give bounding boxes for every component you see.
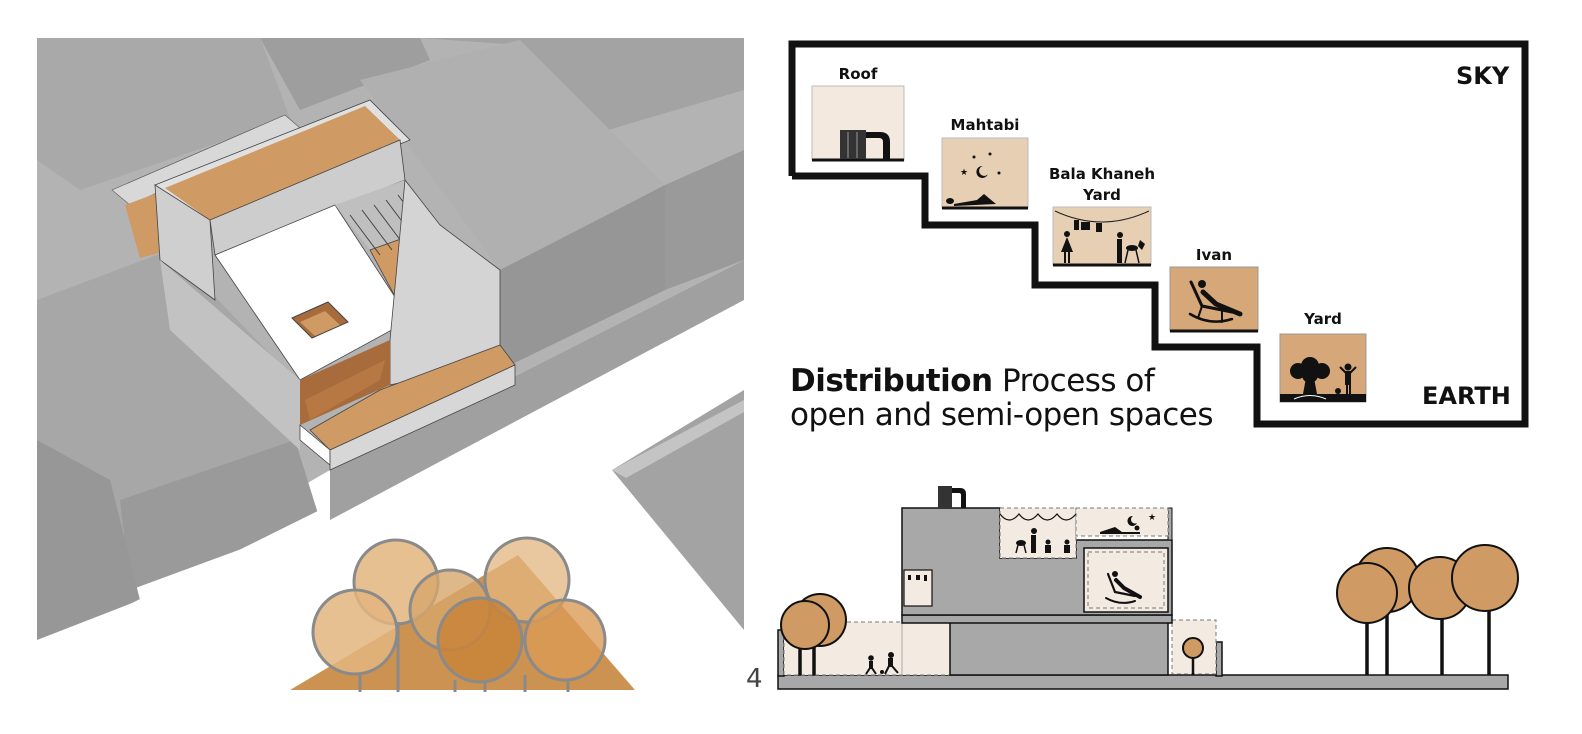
- tree-canopy: [436, 596, 524, 684]
- neighbor-block: [420, 38, 744, 150]
- sky-label: SKY: [1456, 62, 1510, 90]
- title-line-2: open and semi-open spaces: [790, 397, 1214, 433]
- distribution-stair-diagram: ★: [770, 30, 1570, 450]
- sky-earth-step-line: [788, 40, 1529, 428]
- right-trees: [1336, 544, 1519, 675]
- roof-wall-left: [154, 184, 216, 301]
- tree-canopy: [1336, 562, 1398, 624]
- night-sleeping-under-stars-icon: ★: [946, 152, 1001, 206]
- level-box-ivan: [1169, 266, 1259, 333]
- curtain-icon: [999, 513, 1077, 521]
- sleeping-under-moon-icon: ★: [1100, 513, 1156, 534]
- right-boundary-wall: [1215, 641, 1223, 677]
- street-edge-wall: [330, 260, 744, 520]
- level-label-bala-khaneh: Bala Khaneh: [1049, 165, 1155, 183]
- neighbor-roof: [360, 40, 665, 270]
- ivan-block: [305, 360, 385, 420]
- level-label-ivan: Ivan: [1195, 246, 1233, 264]
- tree-canopy: [1451, 544, 1519, 612]
- title-rest: Process of: [992, 363, 1155, 399]
- svg-text:★: ★: [960, 168, 968, 178]
- title-bold: Distribution: [790, 363, 993, 399]
- level-label-yard: Yard: [1304, 310, 1342, 328]
- rocking-chair-icon: [1188, 280, 1243, 323]
- level-box-mahtabi: ★: [941, 137, 1029, 210]
- ivan-space-inner: [1087, 551, 1165, 609]
- family-gathering-icon: [1015, 528, 1070, 554]
- neighbor-block: [260, 38, 430, 110]
- rocking-chair-icon: [1105, 571, 1142, 604]
- tree-canopy: [311, 588, 399, 676]
- tree-and-person-icon: [1290, 357, 1357, 400]
- ground-yard-floor: [309, 344, 516, 451]
- first-floor-slab: [901, 614, 1173, 624]
- clothesline-barbecue-icon: [1054, 210, 1150, 264]
- neighbor-block: [37, 38, 290, 190]
- level-box-bala-khaneh-yard: [1052, 206, 1152, 267]
- ground-floor-rooms: [949, 619, 1169, 676]
- mahtabi-space: [1075, 507, 1169, 537]
- level-box-roof: [811, 85, 905, 162]
- left-trees: [780, 593, 847, 675]
- neighbor-corner-block: [612, 390, 744, 630]
- ground-slab: [777, 674, 1509, 690]
- house-section-drawing: ★: [770, 470, 1570, 710]
- tree-cluster: [311, 536, 607, 692]
- svg-text:★: ★: [1148, 513, 1156, 523]
- neighbor-corner-parapet: [612, 400, 744, 478]
- small-tree: [1182, 637, 1204, 675]
- level-label-mahtabi: Mahtabi: [950, 116, 1020, 134]
- wind-catcher-icon: [840, 130, 890, 159]
- axonometric-drawing: [37, 38, 744, 693]
- ivan-space: [1083, 547, 1169, 613]
- tree-canopy: [483, 536, 571, 624]
- yard-front-wall: [329, 364, 516, 471]
- roof-floor: [165, 106, 400, 220]
- tree-canopy: [780, 600, 830, 650]
- level-label-roof: Roof: [838, 65, 878, 83]
- page-number: 4: [746, 664, 763, 694]
- wind-catcher-icon: [938, 486, 966, 508]
- children-playing-icon: [865, 652, 899, 675]
- light-well-floor: [300, 311, 340, 336]
- diagram-title: Distribution Process of open and semi-op…: [790, 363, 1214, 433]
- level-label-bala-khaneh-yard: Yard: [1083, 186, 1121, 204]
- level-box-yard: [1279, 333, 1367, 403]
- earth-label: EARTH: [1422, 382, 1511, 410]
- stair-outline: ★: [788, 40, 1529, 428]
- axonometric-view: [0, 0, 760, 730]
- neighbor-wall: [665, 150, 744, 290]
- house-left-wall: [160, 260, 300, 450]
- tree-canopy: [523, 598, 607, 682]
- neighbor-wall: [500, 185, 665, 370]
- neighbor-wall: [37, 440, 140, 640]
- roof-parapet-right: [1167, 507, 1173, 541]
- neighbor-wall: [120, 440, 320, 590]
- section-svg: ★: [777, 486, 1519, 690]
- clothesline-icon: [908, 575, 927, 581]
